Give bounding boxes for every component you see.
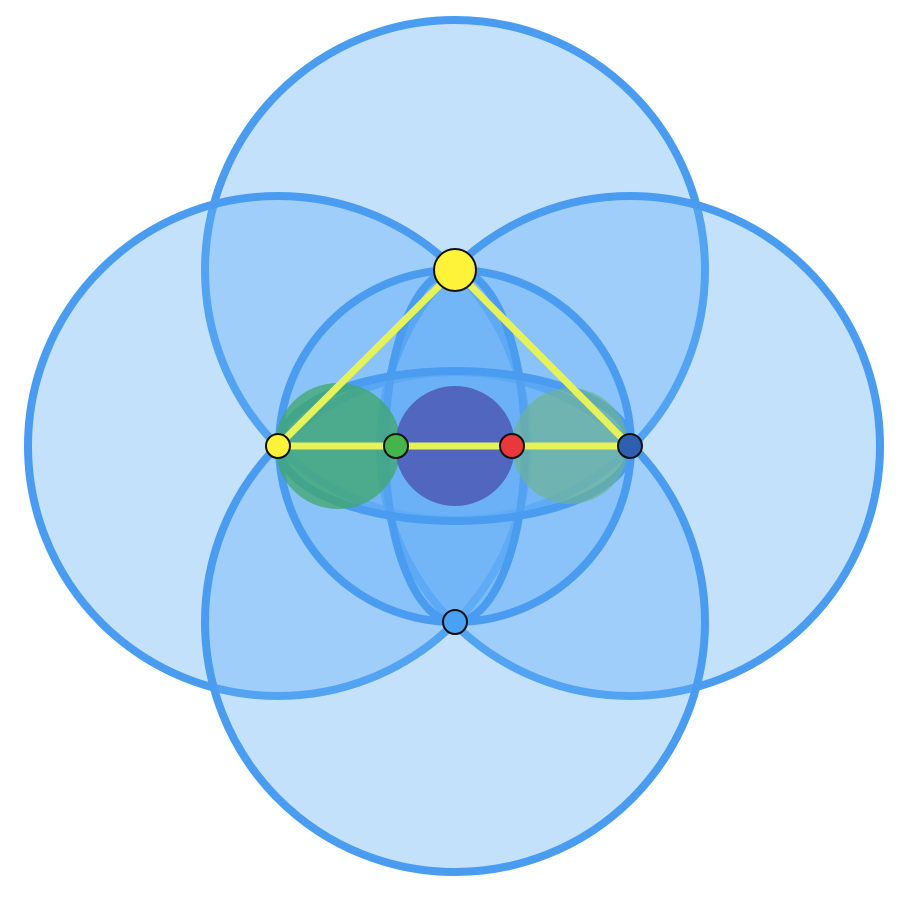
point-apex: [433, 248, 477, 292]
point-left: [265, 433, 291, 459]
point-right: [617, 433, 643, 459]
point-red: [499, 433, 525, 459]
yellow-triangle: [274, 266, 634, 450]
point-green: [383, 433, 409, 459]
points-group: [265, 248, 643, 635]
point-bottom: [442, 609, 468, 635]
